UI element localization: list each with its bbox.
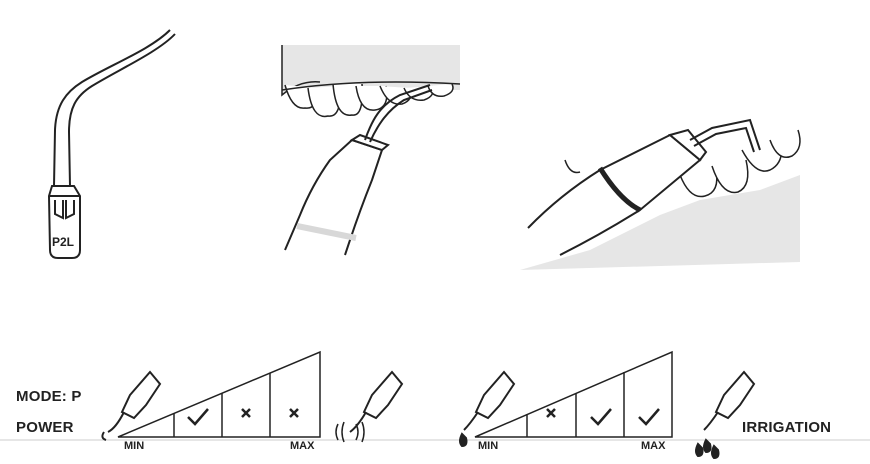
upper-teeth-illustration (281, 45, 461, 256)
tip-model-label: P2L (52, 235, 74, 249)
irrigation-max-label: MAX (641, 440, 666, 452)
scaler-tip-illustration (47, 29, 176, 259)
lower-teeth-illustration (520, 118, 801, 270)
low-power-tip-icon (101, 370, 162, 441)
cross-icon (241, 408, 251, 418)
high-power-tip-icon (335, 370, 404, 443)
power-max-label: MAX (290, 440, 315, 452)
check-icon (638, 408, 660, 426)
cross-icon (546, 408, 556, 418)
irrigation-label: IRRIGATION (742, 419, 832, 436)
high-irrigation-tip-icon (695, 370, 756, 460)
check-icon (187, 408, 209, 426)
power-min-label: MIN (124, 440, 145, 452)
power-label: POWER (16, 419, 74, 436)
low-irrigation-tip-icon (459, 370, 516, 448)
irrigation-min-label: MIN (478, 440, 499, 452)
cross-icon (289, 408, 299, 418)
irrigation-gauge (474, 350, 673, 438)
power-gauge (117, 350, 321, 438)
check-icon (590, 408, 612, 426)
mode-label: MODE: P (16, 388, 82, 405)
